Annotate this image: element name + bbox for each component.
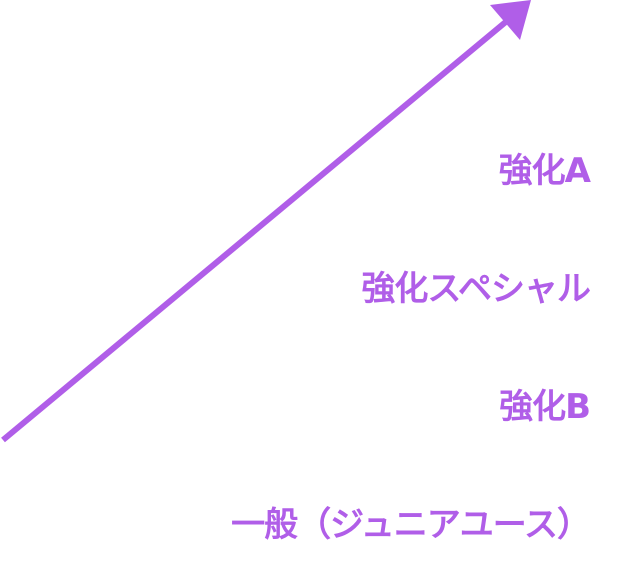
- level-label-general-junior-youth: 一般（ジュニアユース）: [231, 505, 591, 545]
- arrow-shaft: [1, 17, 510, 443]
- arrow-head: [490, 0, 531, 40]
- level-label-enhanced-b: 強化B: [499, 387, 591, 427]
- level-label-enhanced-special: 強化スペシャル: [361, 269, 591, 309]
- level-label-enhanced-a: 強化A: [498, 151, 591, 191]
